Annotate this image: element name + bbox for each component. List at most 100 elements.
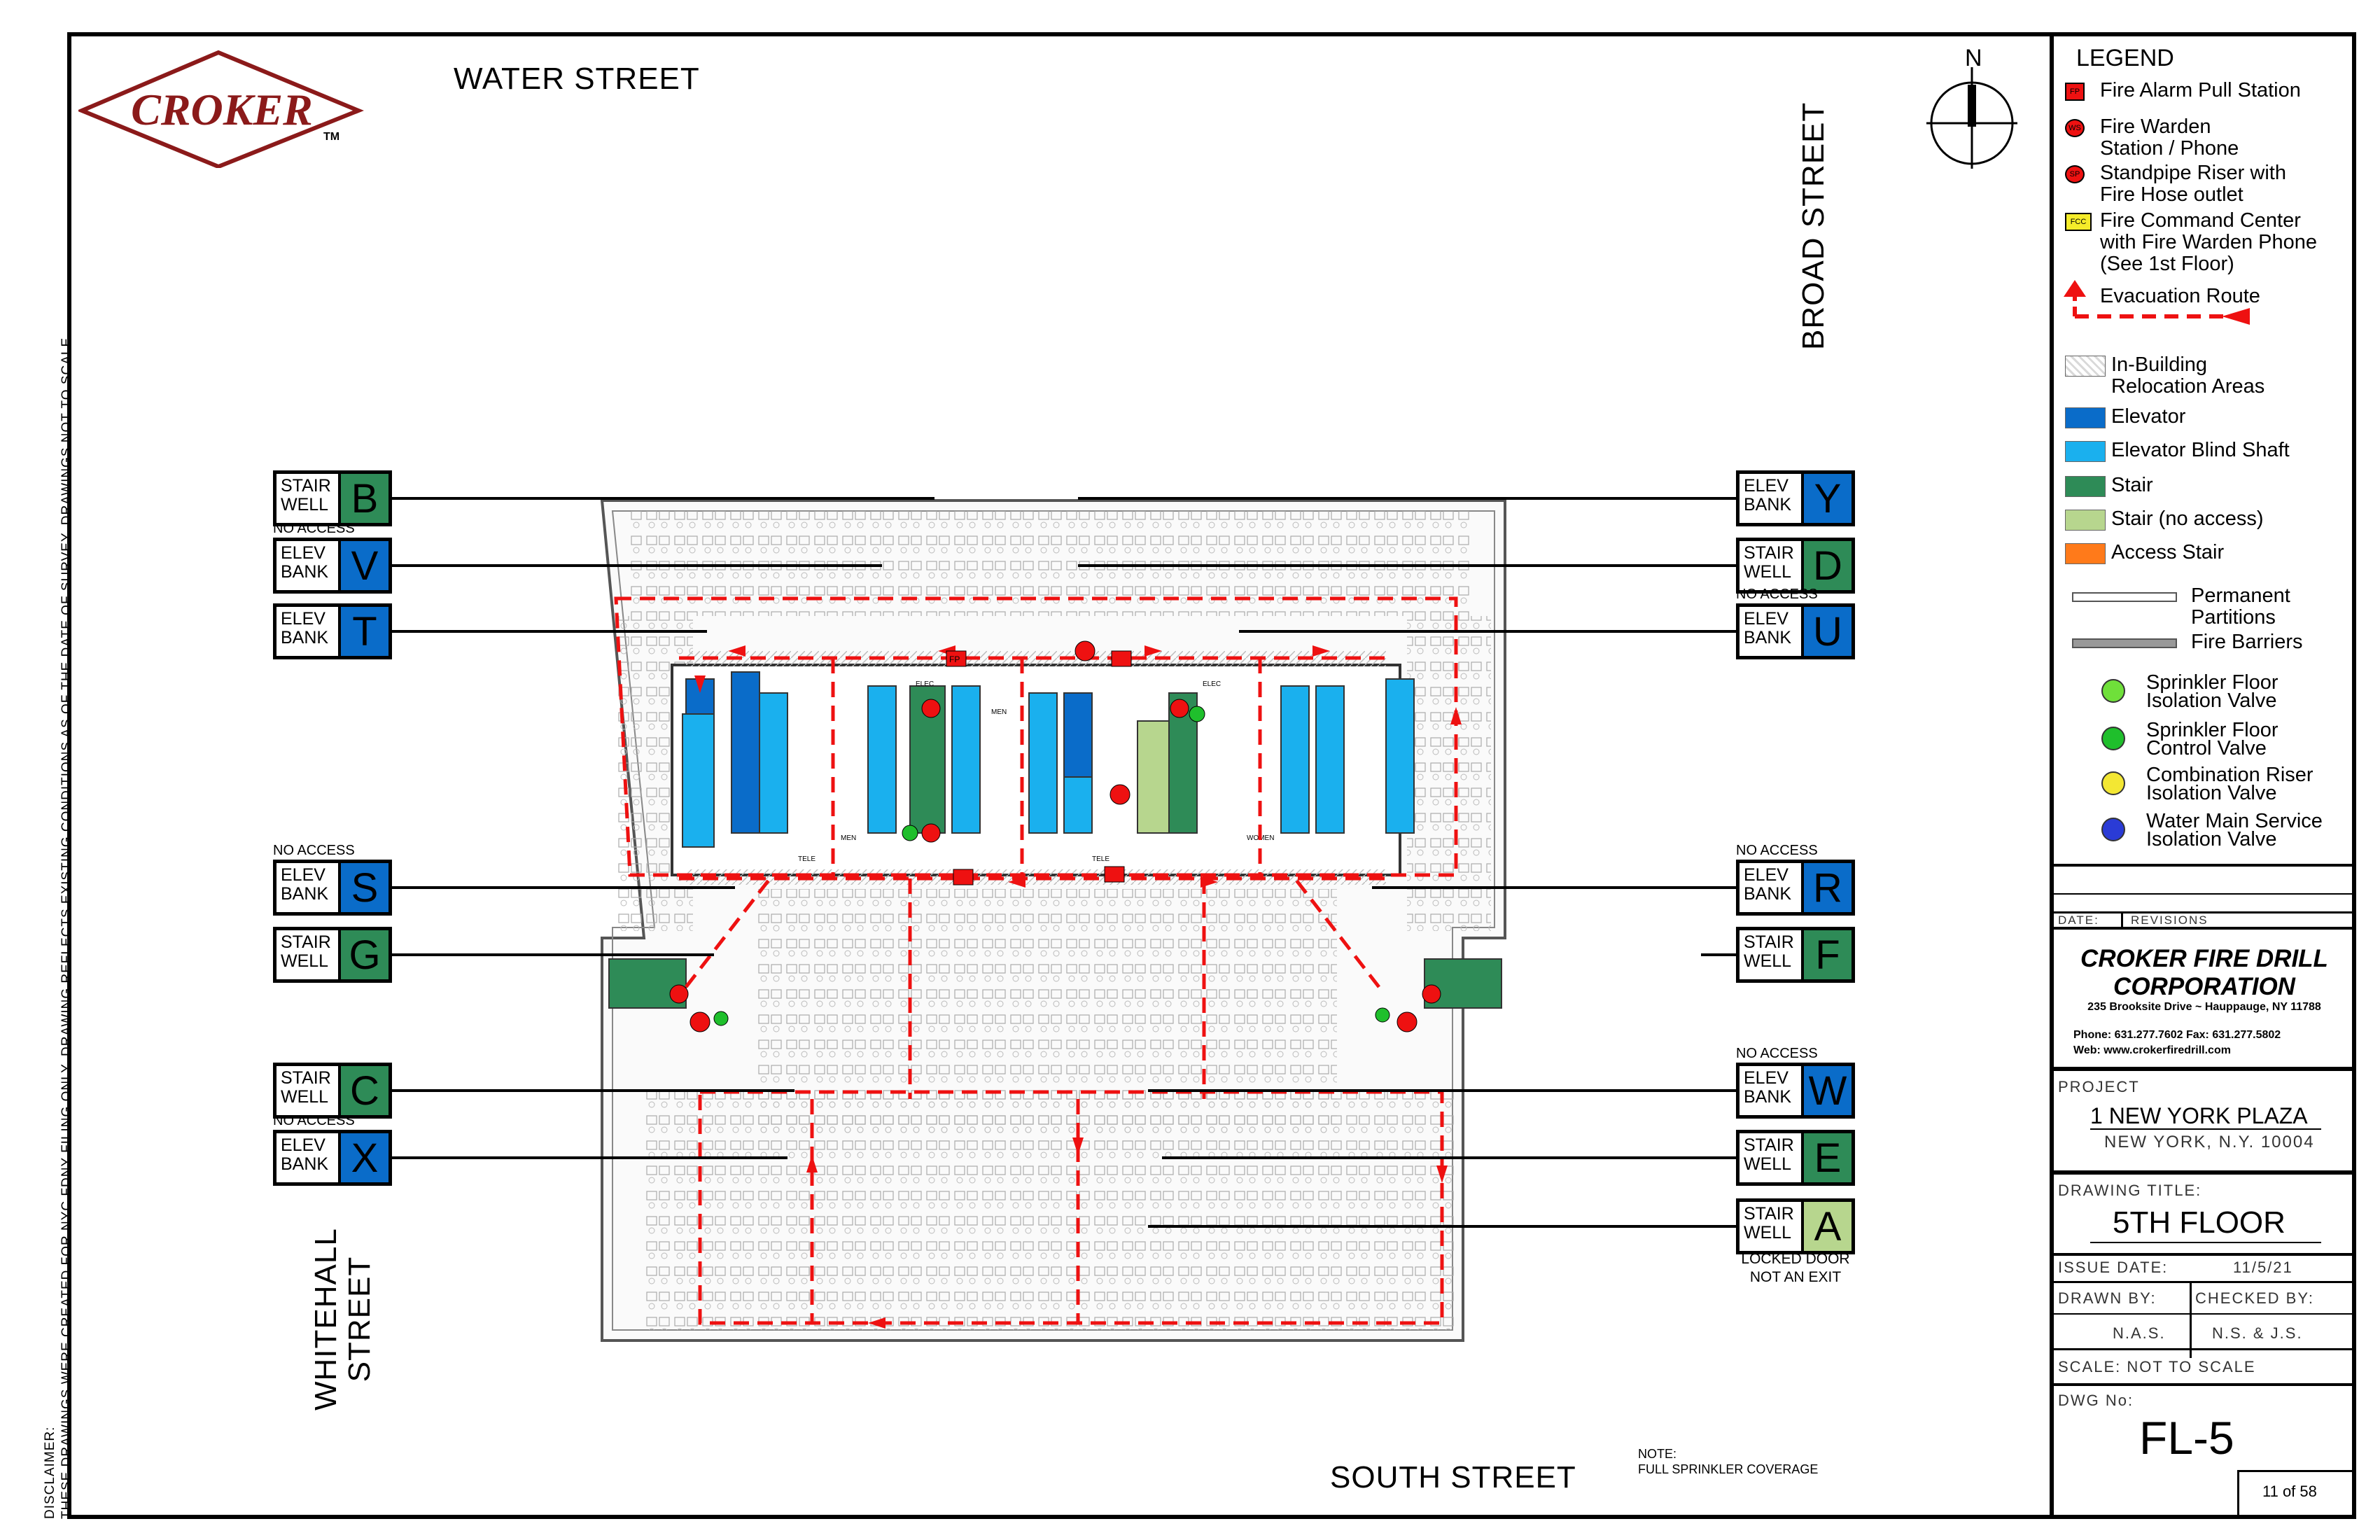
callout-leader-line: [1701, 953, 1736, 956]
no-access-note: NO ACCESS: [273, 1113, 355, 1128]
legend-partition-swatch: [2072, 592, 2177, 602]
callout-letter: W: [1801, 1066, 1851, 1115]
tb-line: [2090, 1128, 2321, 1130]
legend-partition-line: Permanent: [2191, 584, 2290, 607]
legend-area-text: Access Stair: [2111, 542, 2224, 564]
locked-door-line2: NOT AN EXIT: [1749, 1269, 1842, 1285]
street-east: BROAD STREET: [1796, 102, 1830, 350]
callout-label-line2: BANK: [281, 884, 329, 904]
scale: SCALE: NOT TO SCALE: [2058, 1358, 2256, 1376]
legend-area-line: Elevator Blind Shaft: [2111, 439, 2290, 461]
legend-item-line: Fire Alarm Pull Station: [2100, 79, 2301, 102]
men-room-label: MEN: [841, 834, 856, 842]
callout-label-line1: STAIR: [1744, 932, 1794, 952]
callout-label-line2: BANK: [1744, 1087, 1792, 1107]
tb-line: [2052, 1348, 2356, 1350]
date-label: DATE:: [2058, 913, 2099, 927]
drawing-title: 5TH FLOOR: [2113, 1205, 2286, 1240]
fp-icon: FP: [2065, 83, 2085, 101]
callout-label-line1: ELEV: [281, 1135, 326, 1155]
tb-line: [2052, 1067, 2356, 1071]
drawn-by-label: DRAWN BY:: [2058, 1289, 2157, 1307]
elec-room-label: ELEC: [916, 680, 934, 688]
drawing-title-label: DRAWING TITLE:: [2058, 1182, 2202, 1199]
legend-item-line: Fire Command Center: [2100, 209, 2301, 232]
legend-partition-text: Fire Barriers: [2191, 631, 2303, 653]
legend-swatch: [2065, 476, 2106, 497]
tele-room-label: TELE: [798, 855, 816, 863]
elevator-bank-y: [1028, 692, 1058, 834]
locked-door-note: LOCKED DOOR NOT AN EXIT: [1736, 1250, 1855, 1287]
legend-partition-line: Partitions: [2191, 606, 2276, 629]
fcc-icon: FCC: [2065, 213, 2092, 231]
ws-icon: WS: [2065, 119, 2085, 137]
drawn-by: N.A.S.: [2113, 1324, 2166, 1342]
callout-letter: G: [338, 930, 388, 979]
stair-a: [1137, 720, 1170, 834]
legend-item-text: Evacuation Route: [2100, 286, 2260, 307]
legend-title: LEGEND: [2076, 45, 2174, 71]
callout-label-line1: STAIR: [281, 932, 331, 952]
callout-letter: X: [338, 1133, 388, 1182]
tb-line: [2237, 1470, 2239, 1519]
callout-label-line2: BANK: [281, 1154, 329, 1174]
logo-text: CROKER: [131, 85, 313, 134]
callout-label-line2: BANK: [281, 628, 329, 648]
tele-room-label: TELE: [1092, 855, 1110, 863]
callout-leader-line: [392, 953, 714, 956]
callout-label-line2: BANK: [1744, 884, 1792, 904]
tb-line: [2052, 911, 2356, 913]
callout-label-line1: STAIR: [281, 1068, 331, 1088]
no-access-note: NO ACCESS: [1736, 1046, 1818, 1061]
callout-label-line1: ELEV: [1744, 476, 1788, 496]
company-line2: CORPORATION: [2113, 973, 2295, 1000]
callout-label-line1: ELEV: [281, 543, 326, 563]
croker-logo: CROKER TM: [78, 50, 364, 168]
sheet-border: [67, 32, 2356, 1519]
valve-icon: [2101, 727, 2125, 750]
callout-leader-line: [1239, 630, 1736, 633]
company-line1: CROKER FIRE DRILL: [2080, 945, 2328, 972]
elevator-bank-s: [867, 685, 897, 834]
legend-swatch: [2065, 356, 2106, 377]
dwg-number: FL-5: [2139, 1412, 2234, 1464]
sprinkler-note: NOTE: FULL SPRINKLER COVERAGE: [1638, 1446, 1818, 1477]
callout-label-line1: ELEV: [1744, 609, 1788, 629]
evacuation-route: [614, 596, 1458, 1325]
callout-letter: S: [338, 863, 388, 912]
legend-area-line: Elevator: [2111, 405, 2186, 428]
elevator-blind-shaft: [682, 713, 715, 848]
note-text: FULL SPRINKLER COVERAGE: [1638, 1462, 1819, 1476]
callout-label-line1: ELEV: [281, 609, 326, 629]
tb-line: [2190, 1281, 2192, 1358]
street-south: SOUTH STREET: [1330, 1460, 1576, 1494]
callout-label-line2: WELL: [1744, 562, 1792, 582]
street-west-line1: WHITEHALL: [309, 1228, 343, 1410]
disclaimer-text: THESE DRAWINGS WERE CREATED FOR NYC FDNY…: [59, 332, 74, 1519]
callout-leader-line: [392, 1089, 794, 1092]
callout-leader-line: [1078, 564, 1736, 567]
elevator-bank-r: [1315, 685, 1345, 834]
callout-leader-line: [1162, 1156, 1736, 1159]
callout-label-line1: ELEV: [1744, 1068, 1788, 1088]
valve-icon: [2101, 679, 2125, 703]
callout-leader-line: [1148, 1225, 1736, 1228]
callout-letter: Y: [1801, 474, 1851, 523]
callout-leader-line: [392, 630, 707, 633]
elevator-bank-u: [1280, 685, 1310, 834]
callout-letter: U: [1801, 607, 1851, 656]
company-web: Web: www.crokerfiredrill.com: [2073, 1044, 2231, 1056]
elec-room-label: ELEC: [1203, 680, 1221, 688]
